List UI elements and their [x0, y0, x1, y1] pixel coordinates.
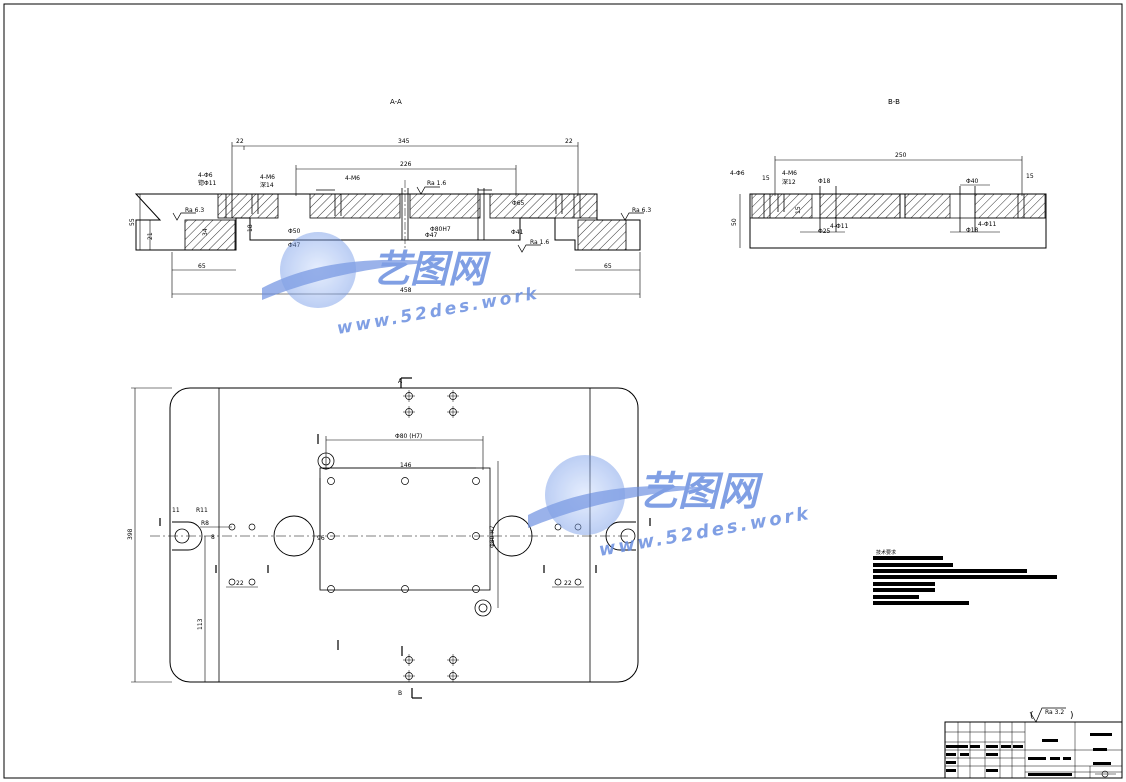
aa-dim-22-right: 22	[565, 138, 573, 145]
plan-slot-right	[605, 521, 636, 551]
aa-dim-18: 18	[247, 224, 254, 232]
section-bb-holes	[763, 186, 1025, 232]
watermark-2: 艺图网 www.52des.work	[528, 455, 813, 561]
plan-dim-r8: R8	[201, 520, 209, 527]
aa-callout-mid: 4-M6	[260, 174, 275, 181]
bb-diam-4-11: 4-Φ11	[830, 223, 849, 230]
section-bb-view: B-B 250 4-Φ6 4-M6 深12 Φ18 15 15 50	[730, 98, 1047, 249]
section-aa-hatch-2	[217, 193, 279, 219]
aa-dim-345: 345	[398, 138, 410, 145]
plan-dim-22-left: 22	[236, 580, 244, 587]
aa-diam-50: Φ50	[288, 228, 301, 235]
plan-dim-96: 96	[317, 535, 325, 542]
plan-dim-22-right: 22	[564, 580, 572, 587]
bb-callout-mid-2: 深12	[782, 178, 796, 186]
section-aa-holes	[225, 188, 581, 240]
technical-notes: 技术要求	[873, 549, 1057, 605]
aa-diam-65: Φ65	[512, 200, 525, 207]
plan-dim-11: 11	[172, 507, 180, 514]
title-block	[944, 721, 1123, 779]
section-aa-dim-lines	[139, 142, 641, 298]
aa-dim-65-left: 65	[198, 263, 206, 270]
aa-ra-bottom: Ra 1.6	[530, 239, 549, 246]
plan-slot-left	[172, 521, 203, 551]
roughness-general-label: Ra 3.2	[1045, 709, 1064, 716]
bb-callout-left: 4-Φ6	[730, 170, 745, 177]
sheet-border	[3, 3, 1123, 779]
roughness-paren-right: )	[1070, 711, 1074, 721]
section-aa-hatch-5	[489, 193, 598, 219]
bb-dim-50: 50	[731, 218, 738, 226]
aa-diam-47-bottom: Φ47	[425, 232, 438, 239]
bb-diam-18: Φ18	[818, 178, 831, 185]
plan-bore-right	[491, 515, 533, 557]
section-aa-hatch-3	[309, 193, 401, 219]
aa-diam-41: Φ41	[511, 229, 524, 236]
plan-dim-r11: R11	[196, 507, 208, 514]
plan-dim-right: Φ80 H7	[489, 525, 496, 548]
section-aa-hatch-1	[184, 219, 236, 251]
plan-dim-398: 398	[127, 528, 134, 540]
section-aa-label: A-A	[390, 98, 402, 106]
bb-dim-15: 15	[795, 206, 802, 214]
notes-title: 技术要求	[876, 549, 896, 556]
bb-dim-250: 250	[895, 152, 907, 159]
bb-diam-4-11-b: 4-Φ11	[978, 221, 997, 228]
plan-hole-crosses	[403, 390, 459, 682]
plan-dim-8: 8	[211, 534, 215, 541]
aa-dim-55: 55	[129, 218, 136, 226]
plan-outline	[169, 387, 639, 683]
bb-edge-left: 15	[762, 175, 770, 182]
plan-section-b: B	[398, 690, 402, 697]
aa-diam-80: Φ80H7	[430, 226, 451, 233]
section-aa-view: A-A	[129, 98, 651, 298]
watermark-url-1: www.52des.work	[335, 284, 541, 339]
bb-diam-25: Φ25	[818, 228, 831, 235]
aa-callout-mid-2: 深14	[260, 181, 274, 189]
aa-ra-top: Ra 1.6	[427, 180, 446, 187]
plan-dim-146: 146	[400, 462, 412, 469]
watermark-name-2: 艺图网	[638, 469, 764, 515]
plan-dim-lines	[131, 387, 584, 683]
watermark-1: 艺图网 www.52des.work	[262, 232, 541, 339]
aa-roughness-symbols	[172, 186, 644, 253]
bb-edge-right: 15	[1026, 173, 1034, 180]
bb-diam-40: Φ40	[966, 178, 979, 185]
section-bb-label: B-B	[888, 98, 900, 106]
plan-view: Φ80 (H7) 146 Φ80 H7 R11 11 8 R8 398 22 2…	[127, 377, 651, 699]
aa-callout-left-2: 锪Φ11	[198, 179, 217, 187]
plan-section-marks	[159, 377, 651, 699]
aa-ra-left: Ra 6.3	[185, 207, 204, 214]
aa-ra-right: Ra 6.3	[632, 207, 651, 214]
watermark-name-1: 艺图网	[372, 247, 491, 291]
aa-dim-22-left: 22	[236, 138, 244, 145]
section-bb-dim-lines	[739, 156, 1023, 248]
aa-callout-left: 4-Φ6	[198, 172, 213, 179]
plan-bore-left	[273, 515, 315, 557]
aa-dim-21: 21	[147, 232, 154, 240]
plan-dim-113: 113	[197, 618, 204, 630]
section-aa-hatch-4	[409, 193, 481, 219]
plan-inner-rect	[319, 467, 491, 591]
aa-dim-226: 226	[400, 161, 412, 168]
aa-dim-34: 34	[202, 228, 209, 236]
plan-dim-top: Φ80 (H7)	[395, 433, 422, 440]
roughness-paren-left: (	[1030, 711, 1034, 721]
bb-diam-18-b: Φ18	[966, 227, 979, 234]
general-roughness: Ra 3.2 ( )	[1029, 707, 1074, 723]
section-aa-hatch-6	[577, 219, 627, 251]
aa-dim-65-right: 65	[604, 263, 612, 270]
aa-dim-458: 458	[400, 287, 412, 294]
bb-callout-mid: 4-M6	[782, 170, 797, 177]
aa-callout-center: 4-M6	[345, 175, 360, 182]
